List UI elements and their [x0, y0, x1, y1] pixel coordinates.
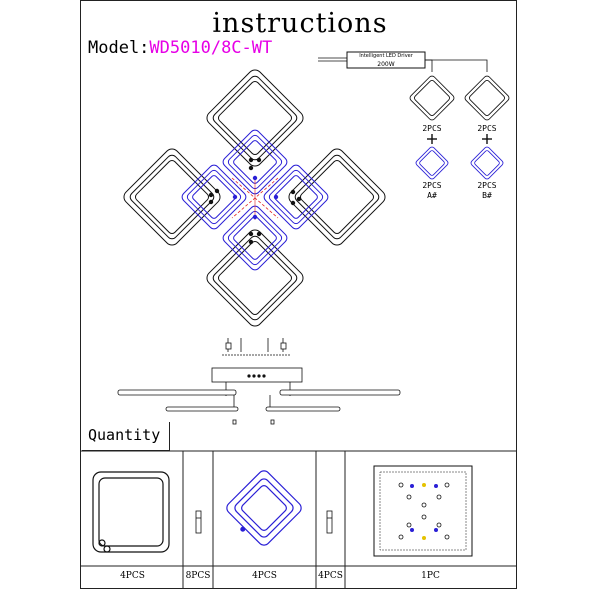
led-driver — [318, 51, 488, 72]
fixture-side-view — [117, 338, 401, 425]
qty-cell-label: 4PCS — [252, 571, 277, 581]
part-screw-a — [195, 510, 202, 534]
page-title: instructions — [212, 8, 388, 39]
quantity-title: Quantity — [88, 426, 161, 444]
part-screw-b — [326, 510, 333, 534]
model-line: Model:WD5010/8C-WT — [88, 38, 272, 58]
kit-a-top-qty: 2PCS — [422, 124, 442, 133]
kit-b-large-frame — [464, 75, 510, 121]
qty-cell-label: 4PCS — [120, 571, 145, 581]
kit-b-top-qty: 2PCS — [477, 124, 497, 133]
plus-signs — [427, 134, 492, 144]
driver-label: Intelligent LED Driver — [359, 53, 413, 59]
model-value: WD5010/8C-WT — [149, 38, 273, 58]
fixture-top-view — [120, 66, 389, 330]
kit-b-small-frame — [470, 146, 504, 180]
kit-a-large-frame — [409, 75, 455, 121]
driver-watt: 200W — [377, 61, 395, 68]
kit-a-bottom-qty: 2PCS — [422, 181, 442, 190]
qty-cell-label: 8PCS — [185, 571, 211, 581]
qty-cell-label: 4PCS — [318, 571, 343, 581]
part-small-frame — [226, 470, 302, 546]
kit-b-bottom-qty: 2PCS — [477, 181, 497, 190]
quantity-header-box — [82, 422, 170, 451]
model-label: Model: — [88, 38, 150, 58]
kit-a-code: A# — [427, 191, 437, 200]
part-large-frame — [92, 471, 170, 553]
quantity-table — [81, 450, 516, 588]
qty-cell-label: 1PC — [421, 571, 440, 581]
kit-a-small-frame — [415, 146, 449, 180]
part-canopy-plate — [373, 465, 473, 557]
kit-b-code: B# — [482, 191, 492, 200]
